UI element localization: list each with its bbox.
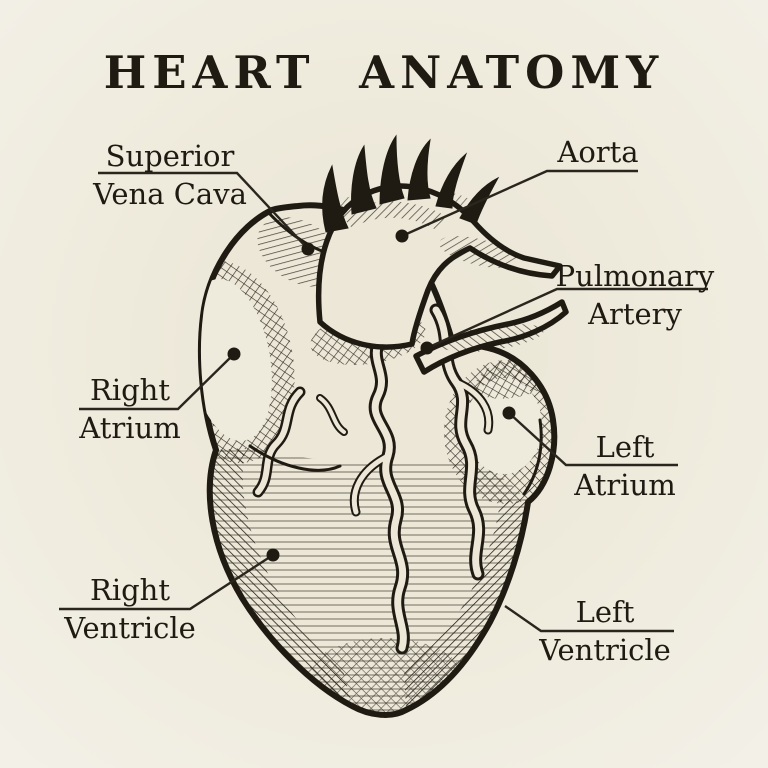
label-line: Right <box>89 573 170 607</box>
leader-left-ventricle <box>504 605 674 633</box>
leader-left-atrium <box>508 412 678 467</box>
label-right-ventricle: Right Ventricle <box>20 571 240 647</box>
right-atrium-surface <box>200 278 272 442</box>
label-line: Artery <box>588 297 682 331</box>
label-line: Pulmonary <box>555 259 715 293</box>
diagram-title: HEART ANATOMY <box>103 46 665 99</box>
label-line: Left <box>575 595 635 629</box>
aorta-limb-shading <box>439 236 517 268</box>
label-line: Ventricle <box>64 611 196 645</box>
leader-aorta <box>401 169 638 238</box>
label-right-atrium: Right Atrium <box>20 371 240 447</box>
leader-lines <box>59 169 708 633</box>
leader-pulmonary-artery <box>426 287 708 350</box>
marker-dot-right-ventricle <box>266 548 280 562</box>
label-line: Left <box>595 430 655 464</box>
label-line: Superior <box>105 139 235 173</box>
leader-right-ventricle <box>59 553 274 611</box>
marker-dot-aorta <box>395 229 409 243</box>
label-line: Aorta <box>557 135 639 169</box>
apex-shading <box>307 638 463 715</box>
label-line: Right <box>89 373 170 407</box>
label-left-ventricle: Left Ventricle <box>495 593 715 669</box>
leader-superior-vena-cava <box>98 171 309 250</box>
marker-dot-superior-vena-cava <box>301 242 315 256</box>
marker-dot-left-atrium <box>502 406 516 420</box>
label-line: Ventricle <box>539 633 671 667</box>
label-line: Vena Cava <box>93 177 247 211</box>
leader-right-atrium <box>79 353 235 411</box>
marker-dot-right-atrium <box>227 347 241 361</box>
label-aorta: Aorta <box>488 133 708 171</box>
marker-dots <box>227 229 516 562</box>
heart-interior-shading <box>200 210 555 715</box>
label-pulmonary-artery: Pulmonary Artery <box>525 257 745 333</box>
label-superior-vena-cava: Superior Vena Cava <box>60 137 280 213</box>
label-left-atrium: Left Atrium <box>515 428 735 504</box>
label-line: Atrium <box>79 411 181 445</box>
label-line: Atrium <box>574 468 676 502</box>
left-edge-shading <box>209 448 352 706</box>
aorta-branch-stubs <box>322 134 500 233</box>
marker-dot-pulmonary-artery <box>420 341 434 355</box>
